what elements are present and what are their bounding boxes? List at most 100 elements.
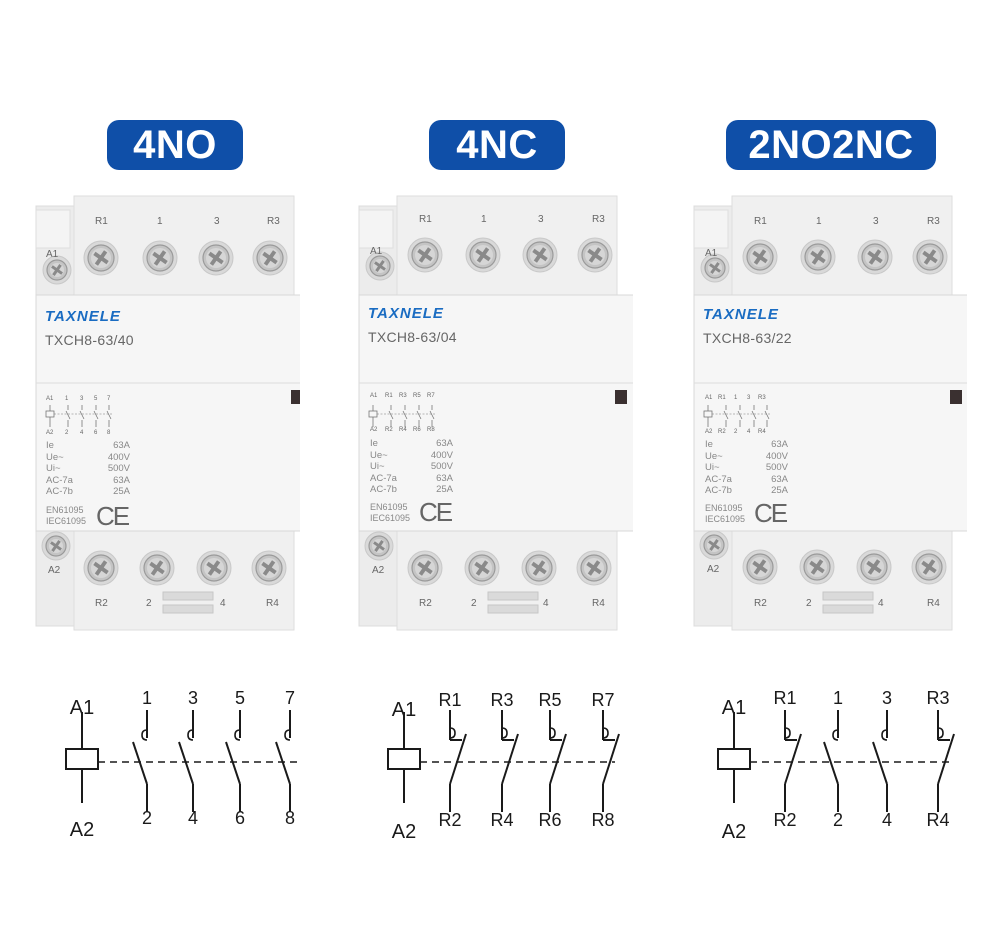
product-type-badge: 4NC [429, 120, 565, 170]
screw-icon [522, 237, 558, 273]
bottom-terminal-label: 2 [471, 598, 477, 609]
screw-icon [139, 550, 175, 586]
top-terminal-label: 3 [538, 214, 544, 225]
screw-slot [51, 540, 61, 552]
spec-value: 63A [436, 438, 453, 449]
spec-label: Ue~ [46, 451, 64, 463]
screw-slot [867, 559, 881, 575]
spec-labels: Ie Ue~ Ui~ AC-7a AC-7b [705, 439, 732, 497]
contact-hook [549, 727, 556, 739]
mini-label: 2 [734, 429, 738, 435]
screw-slot [418, 247, 432, 263]
vent-slot [162, 604, 214, 614]
spec-value: 25A [771, 485, 788, 497]
mini-label: 2 [65, 430, 69, 436]
contact-top-label: 3 [882, 688, 892, 708]
screw-icon [800, 239, 836, 275]
mini-contact [751, 410, 757, 420]
top-terminal-label: R3 [927, 216, 940, 227]
spec-label: AC-7a [705, 473, 732, 485]
front-cover [693, 294, 967, 532]
spec-label: AC-7b [46, 486, 73, 498]
spec-values: 63A 400V 500V 63A 25A [100, 440, 130, 498]
coil-top-label: A1 [722, 697, 746, 719]
mini-contact [723, 410, 729, 420]
contact-top-label: R1 [773, 688, 796, 708]
contact-hook [449, 727, 456, 739]
spec-values: 63A 400V 500V 63A 25A [758, 439, 788, 497]
contact-bottom-label: 8 [285, 808, 295, 828]
contact-bottom-label: R4 [490, 810, 513, 830]
contact-bottom-label: 2 [142, 808, 152, 828]
spec-labels: Ie Ue~ Ui~ AC-7a AC-7b [46, 440, 73, 498]
contact-hook [141, 729, 148, 741]
mini-label: A1 [370, 393, 378, 399]
spec-value: 400V [430, 449, 453, 461]
spec-value: 500V [430, 461, 453, 473]
screw-slot [753, 559, 767, 575]
contact-bottom-label: R2 [438, 810, 461, 830]
mini-label: A2 [370, 427, 378, 433]
coil-terminal-label: A1 [705, 248, 718, 259]
spec-label: AC-7b [705, 485, 732, 497]
vent-slot [822, 604, 874, 614]
spec-value: 500V [765, 462, 788, 474]
brand-logo: TAXNELE [703, 306, 779, 323]
standards: EN61095 IEC61095 [370, 502, 410, 524]
screw-slot [209, 250, 223, 266]
bottom-terminal-label: R4 [266, 598, 279, 609]
screw-slot [810, 559, 824, 575]
coil-terminal-label: A1 [46, 249, 59, 260]
screw-slot [263, 250, 277, 266]
contact-top-label: R3 [926, 688, 949, 708]
bottom-terminal-label: R2 [754, 598, 767, 609]
ce-mark: CE [96, 501, 130, 531]
spec-value: 63A [436, 472, 453, 484]
coil-terminal-label: A1 [370, 246, 383, 257]
front-cover [35, 294, 300, 532]
contact-hook [832, 729, 839, 741]
contact-hook [881, 729, 888, 741]
screw-icon [700, 253, 730, 283]
screw-icon [464, 550, 500, 586]
mini-label: 7 [107, 396, 111, 402]
screw-slot [476, 247, 490, 263]
screw-slot [94, 560, 108, 576]
spec-label: Ue~ [370, 449, 388, 461]
contact-hook [937, 727, 944, 739]
mini-contact [93, 410, 99, 420]
contact-blade [178, 741, 194, 785]
screw-slot [375, 260, 385, 272]
screw-slot [52, 264, 62, 276]
contact-top-label: 1 [833, 688, 843, 708]
spec-label: Ui~ [46, 463, 61, 475]
vent-slot [162, 591, 214, 601]
spec-value: 400V [765, 450, 788, 462]
screw-slot [150, 560, 164, 576]
mini-contact [737, 410, 743, 420]
mini-label: A2 [46, 430, 54, 436]
screw-icon [856, 549, 892, 585]
status-indicator [615, 390, 627, 404]
screw-slot [94, 250, 108, 266]
contact-blade [225, 741, 241, 785]
screw-icon [364, 531, 394, 561]
model-number: TXCH8-63/22 [703, 330, 792, 346]
coil-symbol [717, 748, 751, 770]
mini-contact [106, 410, 112, 420]
top-terminal-label: R3 [592, 214, 605, 225]
screw-slot [710, 262, 720, 274]
model-number: TXCH8-63/40 [45, 332, 134, 348]
product-4nc: 4NC R1 1 3 R3 A1 TAXNELE TXCH8-63/04 A1 … [333, 0, 633, 938]
mini-label: R1 [385, 393, 393, 399]
top-terminal-label: R3 [267, 216, 280, 227]
standards: EN61095 IEC61095 [46, 505, 86, 527]
spec-label: Ui~ [705, 462, 720, 474]
screw-slot [587, 560, 601, 576]
mini-contact [388, 410, 394, 420]
spec-label: Ue~ [705, 450, 723, 462]
coil-top-label: A1 [392, 699, 416, 721]
spec-label: AC-7b [370, 484, 397, 496]
spec-value: 400V [107, 451, 130, 463]
